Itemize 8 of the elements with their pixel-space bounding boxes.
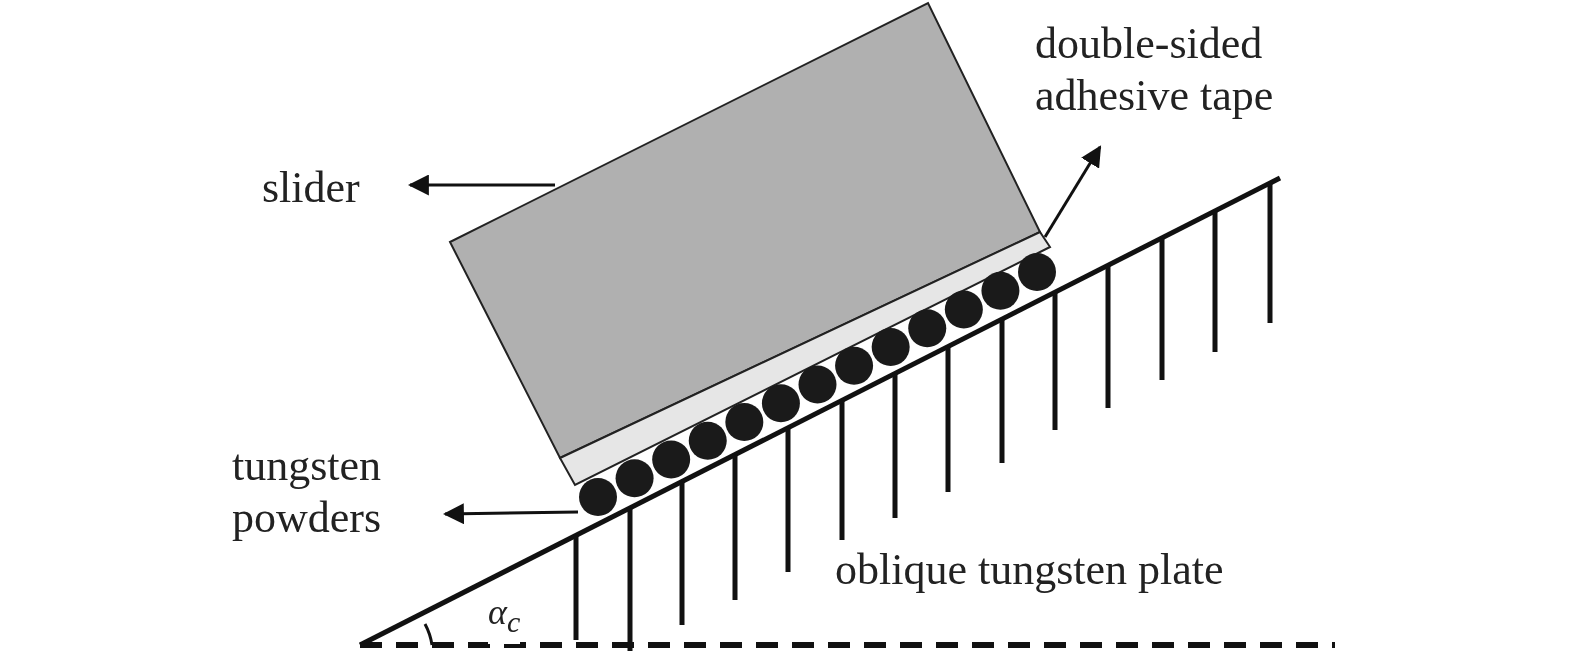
leader-line xyxy=(442,503,579,525)
leader-line xyxy=(407,174,555,196)
tape-layer xyxy=(558,230,1052,487)
callout-label: double-sided adhesive tape xyxy=(1035,18,1355,122)
powder-particles-drawing xyxy=(579,253,1056,516)
callout-label: tungsten powders xyxy=(232,440,432,544)
leader-line xyxy=(1043,145,1102,238)
callout-label: slider xyxy=(262,162,422,214)
